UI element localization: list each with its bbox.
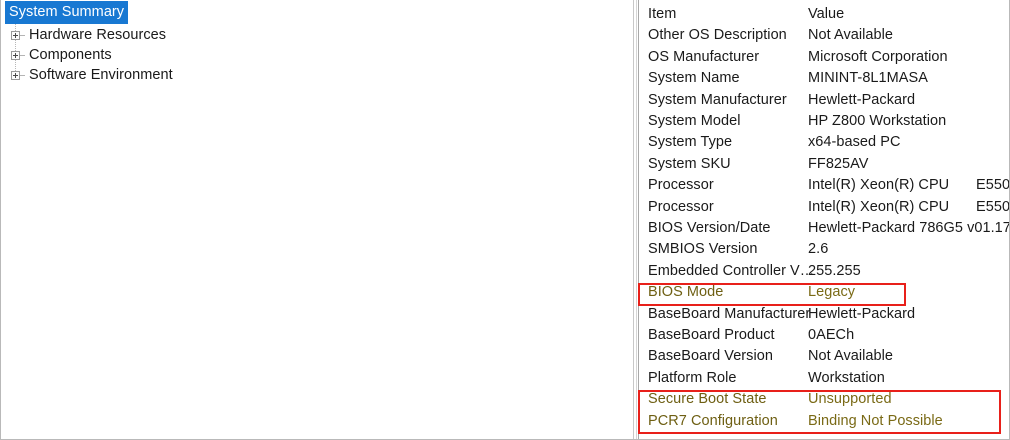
detail-row-baseboard-version[interactable]: BaseBoard Version Not Available [641, 346, 1009, 367]
tree-item-components[interactable]: Components [5, 45, 112, 65]
detail-item-name: Platform Role [648, 369, 737, 386]
detail-item-value: Intel(R) Xeon(R) CPU [808, 198, 950, 215]
detail-item-value: Microsoft Corporation [808, 48, 948, 65]
detail-row-embedded-controller-v[interactable]: Embedded Controller V…255.255 [641, 261, 1009, 282]
detail-row-platform-role[interactable]: Platform Role Workstation [641, 368, 1009, 389]
detail-row-bios-version-date[interactable]: BIOS Version/Date Hewlett-Packard 786G5 v… [641, 218, 1009, 239]
detail-item-name: BaseBoard Version [648, 348, 773, 365]
expand-plus-icon[interactable] [11, 30, 20, 40]
detail-row-smbios-version[interactable]: SMBIOS Version 2.6 [641, 239, 1009, 260]
detail-item-value-overflow: E5506 [976, 177, 1009, 194]
tree-item-label: Components [29, 47, 112, 63]
detail-item-value: Legacy [808, 284, 856, 301]
detail-row-system-name[interactable]: System Name MININT-8L1MASA [641, 68, 1009, 89]
detail-item-name: Secure Boot State [648, 391, 767, 408]
detail-row-secure-boot-state[interactable]: Secure Boot State Unsupported [641, 389, 1009, 410]
detail-row-system-model[interactable]: System Model HP Z800 Workstation [641, 111, 1009, 132]
detail-header-row: Item Value [641, 4, 1009, 25]
detail-row-other-os-description[interactable]: Other OS Description Not Available [641, 25, 1009, 46]
detail-row-pcr7-configuration[interactable]: PCR7 Configuration Binding Not Possible [641, 411, 1009, 432]
tree-item-label: Hardware Resources [29, 27, 167, 43]
detail-item-name: BaseBoard Product [648, 327, 775, 343]
tree-item-label: Software Environment [29, 67, 173, 83]
detail-row-baseboard-product[interactable]: BaseBoard Product 0AECh [641, 325, 1009, 346]
detail-item-name: System Manufacturer [648, 91, 787, 108]
detail-item-value: HP Z800 Workstation [808, 113, 947, 129]
tree-item-system-summary[interactable]: System Summary [5, 0, 129, 24]
detail-item-value: Workstation [808, 369, 885, 386]
detail-row-processor-7[interactable]: Processor Intel(R) Xeon(R) CPU E5506 [641, 175, 1009, 196]
tree-connector-stub [20, 74, 25, 76]
splitter-line-right [638, 0, 639, 439]
column-header-value[interactable]: Value [808, 6, 845, 22]
detail-item-name: PCR7 Configuration [648, 412, 778, 429]
expand-plus-icon[interactable] [11, 50, 20, 60]
tree-item-hardware-resources[interactable]: Hardware Resources [5, 25, 166, 45]
detail-item-name: SMBIOS Version [648, 241, 758, 258]
detail-item-name: BIOS Mode [648, 284, 724, 301]
detail-item-name: Processor [648, 177, 714, 194]
detail-item-name: Embedded Controller V… [648, 262, 815, 279]
detail-item-name: System Model [648, 113, 741, 129]
detail-item-name: System Type [648, 134, 733, 151]
detail-row-os-manufacturer[interactable]: OS Manufacturer Microsoft Corporation [641, 47, 1009, 68]
expand-plus-icon[interactable] [11, 70, 20, 80]
tree-item-label: System Summary [5, 0, 129, 24]
detail-item-name: System Name [648, 70, 740, 87]
detail-item-value: 2.6 [808, 241, 829, 258]
detail-item-value: x64-based PC [808, 134, 901, 151]
pane-splitter[interactable] [632, 0, 641, 439]
detail-item-name: BIOS Version/Date [648, 220, 771, 236]
detail-item-name: BaseBoard Manufacturer [648, 305, 811, 322]
detail-item-value: Hewlett-Packard [808, 305, 916, 322]
detail-item-value: Hewlett-Packard 786G5 v01.17, 8, [808, 220, 1009, 236]
splitter-line-mid [636, 0, 637, 439]
detail-row-system-sku[interactable]: System SKU FF825AV [641, 154, 1009, 175]
detail-item-value: Not Available [808, 348, 894, 365]
detail-row-bios-mode[interactable]: BIOS Mode Legacy [641, 282, 1009, 303]
detail-item-value-overflow: E5506 [976, 198, 1009, 215]
detail-item-value: 0AECh [808, 327, 855, 343]
detail-row-system-type[interactable]: System Type x64-based PC [641, 132, 1009, 153]
splitter-line-left [633, 0, 634, 439]
detail-item-name: Other OS Description [648, 27, 787, 44]
detail-item-value: Binding Not Possible [808, 412, 943, 429]
detail-item-value: Intel(R) Xeon(R) CPU [808, 177, 950, 194]
detail-item-value: 255.255 [808, 262, 861, 279]
detail-item-value: Unsupported [808, 391, 892, 408]
detail-item-name: Processor [648, 198, 714, 215]
detail-item-value: Not Available [808, 27, 894, 44]
tree-connector-stub [20, 54, 25, 56]
detail-item-value: FF825AV [808, 155, 869, 172]
tree-item-software-environment[interactable]: Software Environment [5, 65, 173, 85]
column-header-item[interactable]: Item [648, 6, 677, 22]
detail-item-name: OS Manufacturer [648, 48, 760, 65]
detail-row-processor-8[interactable]: Processor Intel(R) Xeon(R) CPU E5506 [641, 197, 1009, 218]
detail-row-system-manufacturer[interactable]: System Manufacturer Hewlett-Packard [641, 90, 1009, 111]
detail-item-value: MININT-8L1MASA [808, 70, 928, 87]
detail-item-value: Hewlett-Packard [808, 91, 916, 108]
detail-item-name: System SKU [648, 155, 731, 172]
tree-connector-stub [20, 34, 25, 36]
